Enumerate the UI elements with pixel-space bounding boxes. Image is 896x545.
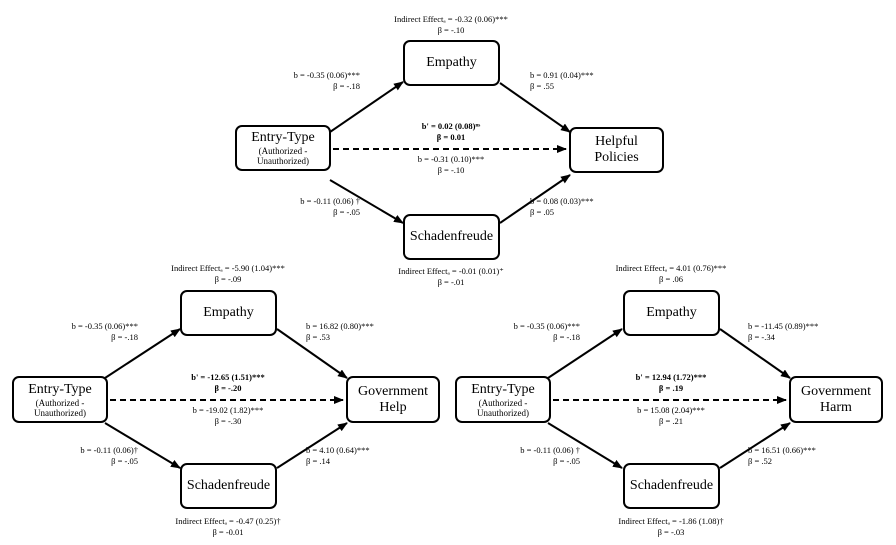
right-path-b2 xyxy=(719,422,791,469)
right-total-effect-label: b = 15.08 (2.04)*** β = .21 xyxy=(637,405,705,426)
left-path-b1-label: b = 16.82 (0.80)*** β = .53 xyxy=(306,321,374,342)
top-indirect-effect-schadenfreude: Indirect Effectₐ = -0.01 (0.01)⁺ β = -.0… xyxy=(398,266,504,287)
left-indirect-effect-empathy: Indirect Effectₐ = -5.90 (1.04)*** β = -… xyxy=(171,263,285,284)
top-predictor-sub1: (Authorized - xyxy=(258,146,308,156)
top-mediator-schadenfreude-label: Schadenfreude xyxy=(409,229,494,244)
right-predictor-sub2: Unauthorized) xyxy=(477,407,529,418)
right-indirect-effect-schadenfreude: Indirect Effectₐ = -1.86 (1.08)† β = -.0… xyxy=(618,516,724,537)
right-outcome-line2: Harm xyxy=(820,399,852,415)
top-path-a1 xyxy=(329,81,404,133)
right-outcome-line1: Government xyxy=(801,383,871,399)
top-total-effect-label: b = -0.31 (0.10)*** β = -.10 xyxy=(417,154,485,175)
left-outcome-box: Government Help xyxy=(346,376,440,423)
right-path-a2 xyxy=(547,422,623,469)
left-path-b2-label: b = 4.10 (0.64)*** β = .14 xyxy=(306,445,370,466)
right-indirect-effect-empathy: Indirect Effectₐ = 4.01 (0.76)*** β = .0… xyxy=(615,263,727,284)
left-outcome-line2: Help xyxy=(379,399,407,415)
right-path-b1-label: b = -11.45 (0.89)*** β = -.34 xyxy=(748,321,819,342)
right-path-a1-label: b = -0.35 (0.06)*** β = -.18 xyxy=(513,321,580,342)
top-predictor-box: Entry-Type (Authorized - Unauthorized) xyxy=(235,125,331,171)
right-mediator-schadenfreude-box: Schadenfreude xyxy=(623,463,720,509)
top-path-b2 xyxy=(499,174,571,224)
top-predictor-title: Entry-Type xyxy=(251,130,315,145)
top-indirect-effect-empathy: Indirect Effectₐ = -0.32 (0.06)*** β = -… xyxy=(394,14,508,35)
left-path-b1 xyxy=(276,328,348,379)
right-path-b2-label: b = 16.51 (0.66)*** β = .52 xyxy=(748,445,816,466)
left-mediator-empathy-label: Empathy xyxy=(203,305,254,320)
left-path-b2 xyxy=(276,422,348,469)
left-mediator-schadenfreude-box: Schadenfreude xyxy=(180,463,277,509)
left-outcome-line1: Government xyxy=(358,383,428,399)
right-path-a1 xyxy=(547,328,623,379)
left-path-a2-label: b = -0.11 (0.06)† β = -.05 xyxy=(80,445,138,466)
left-direct-effect-label: b' = -12.65 (1.51)*** β = -.20 xyxy=(191,372,265,393)
right-predictor-sub1: (Authorized - xyxy=(478,397,528,408)
right-mediator-empathy-label: Empathy xyxy=(646,305,697,320)
right-outcome-box: Government Harm xyxy=(789,376,883,423)
top-path-b1-label: b = 0.91 (0.04)*** β = .55 xyxy=(530,70,594,91)
top-outcome-box: Helpful Policies xyxy=(569,127,664,173)
left-predictor-title: Entry-Type xyxy=(28,381,92,397)
left-mediator-empathy-box: Empathy xyxy=(180,290,277,336)
left-predictor-sub2: Unauthorized) xyxy=(34,407,86,418)
left-mediator-schadenfreude-label: Schadenfreude xyxy=(186,478,271,493)
top-mediator-empathy-label: Empathy xyxy=(426,55,477,70)
top-path-a2 xyxy=(329,179,404,224)
top-path-b1 xyxy=(499,82,571,133)
right-predictor-title: Entry-Type xyxy=(471,381,535,397)
top-mediator-empathy-box: Empathy xyxy=(403,40,500,86)
top-path-a2-label: b = -0.11 (0.06) † β = -.05 xyxy=(300,196,360,217)
top-mediator-schadenfreude-box: Schadenfreude xyxy=(403,214,500,260)
left-total-effect-label: b = -19.02 (1.82)*** β = -.30 xyxy=(192,405,264,426)
left-indirect-effect-schadenfreude: Indirect Effectₐ = -0.47 (0.25)† β = -0.… xyxy=(175,516,281,537)
left-path-a1-label: b = -0.35 (0.06)*** β = -.18 xyxy=(71,321,138,342)
right-mediator-schadenfreude-label: Schadenfreude xyxy=(629,478,714,493)
top-direct-effect-label: b' = 0.02 (0.08)ⁿˢ β = 0.01 xyxy=(421,121,481,142)
right-direct-effect-label: b' = 12.94 (1.72)*** β = .19 xyxy=(635,372,707,393)
right-predictor-box: Entry-Type (Authorized - Unauthorized) xyxy=(455,376,551,423)
left-path-a1 xyxy=(104,328,181,379)
top-outcome-line2: Policies xyxy=(594,150,639,165)
right-mediator-empathy-box: Empathy xyxy=(623,290,720,336)
top-outcome-line1: Helpful xyxy=(595,134,638,149)
left-predictor-box: Entry-Type (Authorized - Unauthorized) xyxy=(12,376,108,423)
top-predictor-sub2: Unauthorized) xyxy=(257,156,309,166)
left-path-a2 xyxy=(104,422,181,469)
top-path-a1-label: b = -0.35 (0.06)*** β = -.18 xyxy=(293,70,360,91)
top-path-b2-label: b = 0.08 (0.03)*** β = .05 xyxy=(530,196,594,217)
right-path-b1 xyxy=(719,328,791,379)
left-predictor-sub1: (Authorized - xyxy=(35,397,85,408)
right-path-a2-label: b = -0.11 (0.06) † β = -.05 xyxy=(520,445,580,466)
